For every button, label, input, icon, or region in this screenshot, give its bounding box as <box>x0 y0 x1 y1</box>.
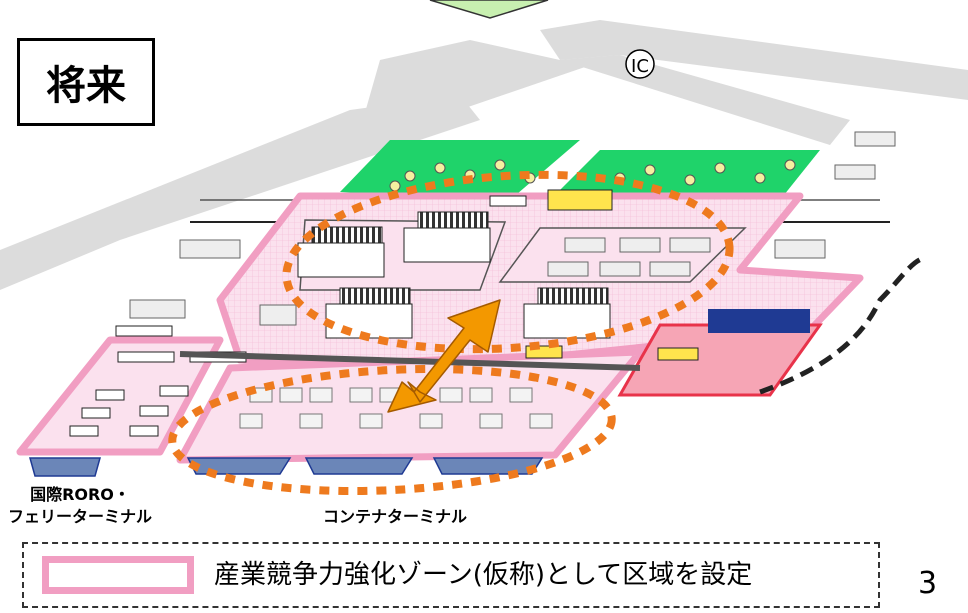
double-arrow <box>387 299 501 413</box>
container-terminal-label: コンテナターミナル <box>322 507 467 526</box>
ships <box>29 457 544 477</box>
page-title: 将来 <box>17 38 155 126</box>
legend-text: 産業競争力強化ゾーン(仮称)として区域を設定 <box>214 560 753 590</box>
top-arrow-shape <box>429 0 549 19</box>
legend-box: 産業競争力強化ゾーン(仮称)として区域を設定 <box>22 542 880 608</box>
ic-marker <box>625 49 655 79</box>
oval-container <box>168 364 616 496</box>
roro-label-line2: フェリーターミナル <box>7 507 152 526</box>
container-stacks <box>239 387 553 429</box>
elevated-road <box>179 351 641 371</box>
roro-vehicles <box>69 385 189 437</box>
roro-label-line1: 国際RORO・ <box>30 485 130 504</box>
road-network <box>0 20 968 290</box>
page-number: 3 <box>918 566 938 601</box>
roro-label: 国際RORO・ フェリーターミナル <box>0 484 160 528</box>
rail-shed <box>708 309 810 333</box>
rail-line <box>759 255 926 395</box>
warehouses <box>297 211 611 339</box>
oval-industrial <box>282 170 734 354</box>
legend-zone-swatch <box>42 556 194 594</box>
ic-label: IC <box>631 56 649 77</box>
factories <box>129 131 896 326</box>
